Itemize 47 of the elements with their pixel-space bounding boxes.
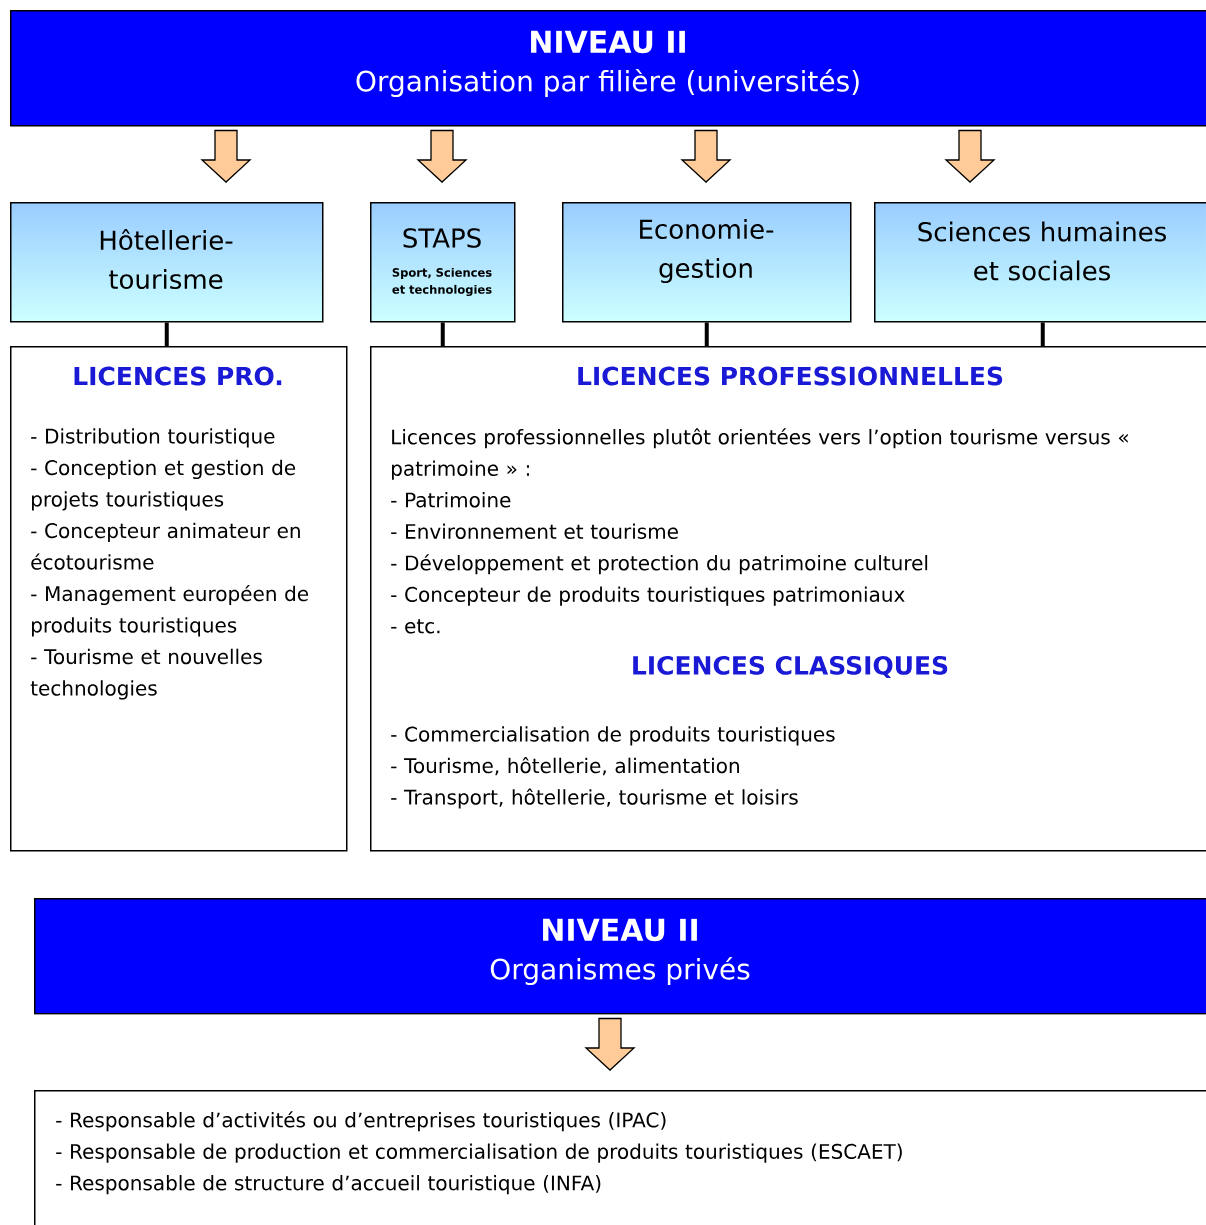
banner-title: NIVEAU II [543,918,697,942]
list-item: - Commercialisation de produits touristiques [391,726,835,746]
banner-subtitle: Organisation par filière (universités) [356,68,859,98]
field-box [874,202,1206,323]
field-label: Economie-gestion [640,218,774,284]
connector-line [164,322,169,346]
block-arrow [584,1017,636,1071]
section-heading: LICENCES PROFESSIONNELLES [578,366,1003,386]
list-item: - Distribution touristique [31,428,275,448]
connector-line [1040,322,1045,346]
list-item: - Concepteur animateur en écotourisme [31,522,300,570]
block-arrow [944,129,996,183]
field-label: STAPS [403,228,481,248]
field-subtitle: Sport, Sciences et technologies [392,267,492,297]
list-item: - Management européen de produits touristiques [31,584,309,637]
banner [34,898,1206,1015]
connector-line [440,322,445,346]
list-item: - Développement et protection du patrimoine culturel [391,554,928,575]
list-item: - Environnement et tourisme [391,523,678,539]
list-item: - Responsable d’activités ou d’entreprises touristiques (IPAC) [56,1111,666,1132]
field-box [370,202,516,323]
field-label: Sciences humaines et sociales [918,221,1166,281]
section-heading: LICENCES CLASSIQUES [633,655,948,679]
list-item: - Tourisme, hôtellerie, alimentation [391,756,739,776]
block-arrow [416,129,468,183]
field-box [562,202,852,323]
list-item: - Patrimoine [391,492,511,508]
banner [10,10,1206,127]
content-box [10,346,348,852]
list-item: - Tourisme et nouvelles technologies [30,648,262,700]
connector-line [704,322,709,346]
field-box [10,202,324,323]
list-item: - Transport, hôtellerie, tourisme et loisirs [391,788,798,809]
list-item: Licences professionnelles plutôt orientées vers l’option tourisme versus « patrimoine » : [392,428,1128,480]
banner-title: NIVEAU II [531,30,685,54]
section-heading: LICENCES PRO. [74,366,282,386]
list-item: - etc. [391,619,440,634]
banner-subtitle: Organismes privés [490,956,750,986]
list-item: - Responsable de production et commercialisation de produits touristiques (ESCAET) [56,1143,902,1163]
content-box [34,1090,1206,1225]
block-arrow [200,129,252,183]
block-arrow [680,129,732,183]
list-item: - Conception et gestion de projets touristiques [31,459,296,511]
content-box [370,346,1206,852]
list-item: - Responsable de structure d’accueil touristique (INFA) [56,1175,601,1195]
field-label: Hôtellerie-tourisme [100,228,233,290]
list-item: - Concepteur de produits touristiques patrimoniaux [391,586,905,606]
